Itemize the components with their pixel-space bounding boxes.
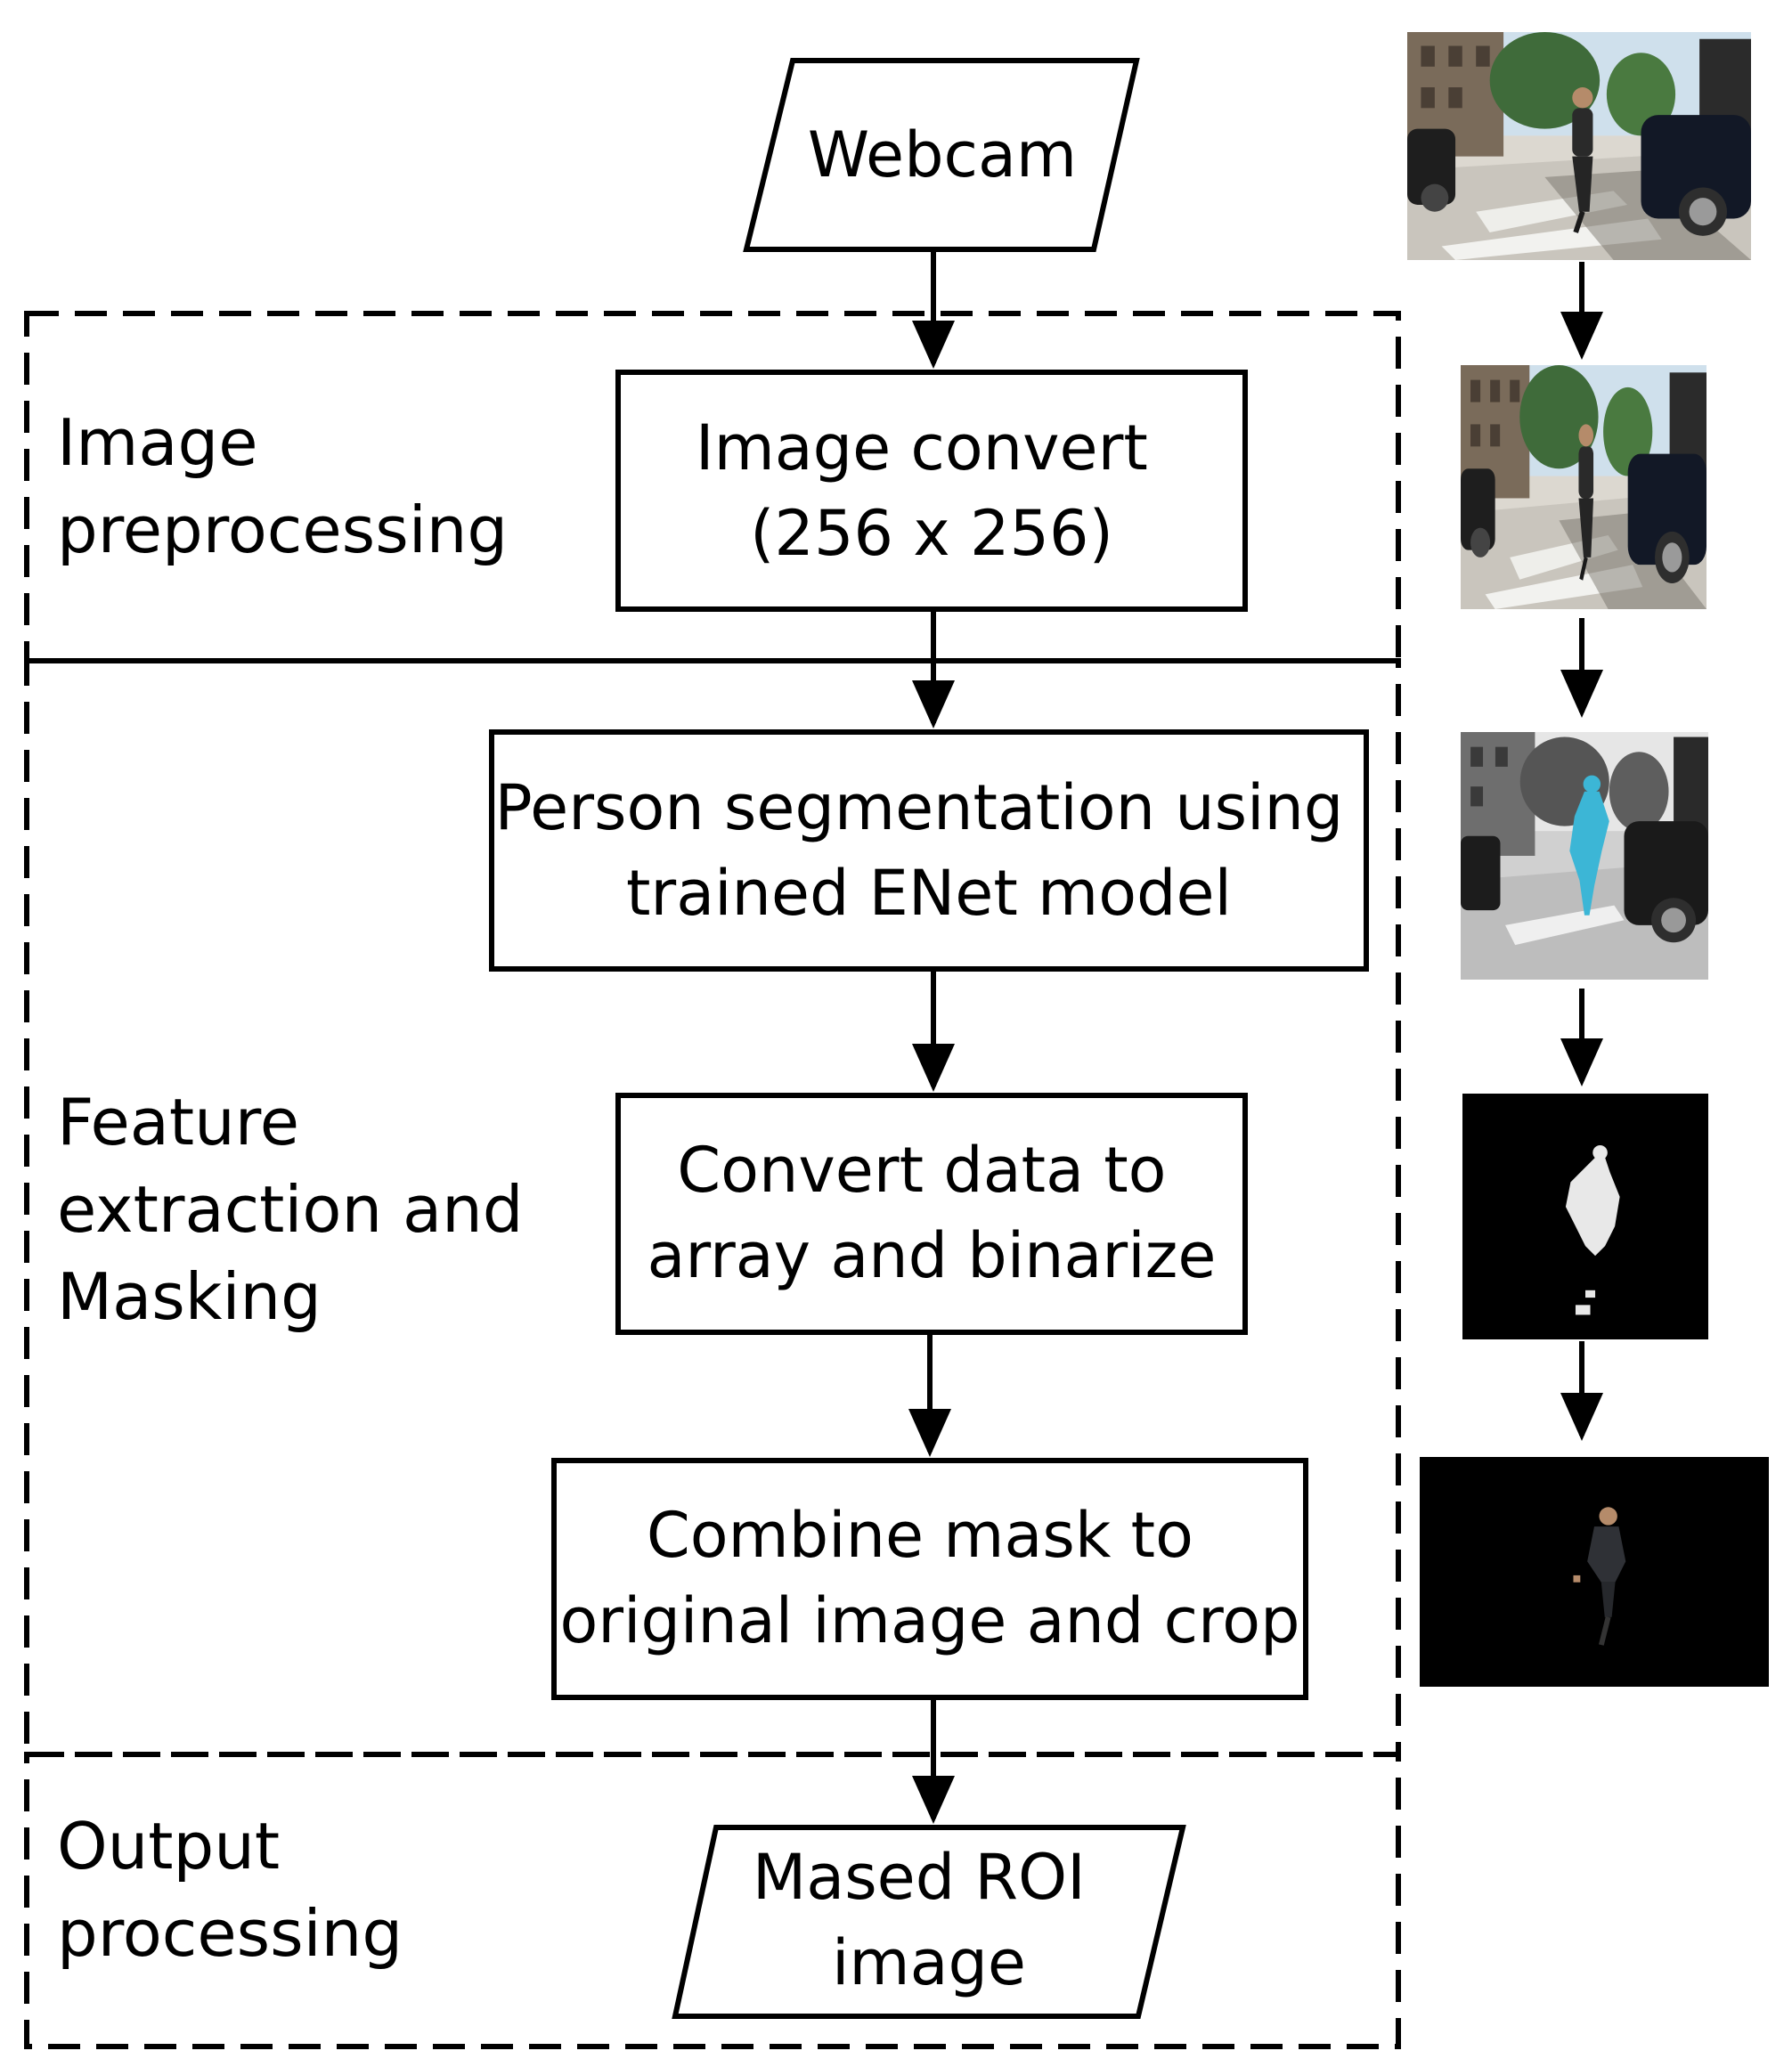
- node-combine: Combine mask to original image and crop: [551, 1458, 1308, 1700]
- segmentation-box: [489, 729, 1369, 972]
- thumbnail-column: [1407, 32, 1769, 1687]
- thumbnail-webcam-image: [1407, 32, 1751, 260]
- node-binarize: Convert data to array and binarize: [615, 1093, 1248, 1335]
- output-label: Mased ROI image: [753, 1841, 1105, 1999]
- image-convert-label: Image convert (256 x 256): [696, 411, 1168, 570]
- section-preprocessing-label: Image preprocessing: [57, 405, 508, 567]
- webcam-label: Webcam: [808, 118, 1077, 191]
- segmentation-label: Person segmentation using trained ENet m…: [494, 771, 1363, 930]
- combine-box: [551, 1458, 1308, 1700]
- section-output-border: [24, 1752, 1401, 2049]
- binarize-label: Convert data to array and binarize: [648, 1134, 1217, 1292]
- main-flow-arrows: [908, 251, 955, 1824]
- node-image-convert: Image convert (256 x 256): [615, 370, 1248, 612]
- section-feature-label: Feature extraction and Masking: [57, 1085, 543, 1334]
- image-convert-box: [615, 370, 1248, 612]
- section-output-label: Output processing: [57, 1809, 403, 1971]
- node-output: Mased ROI image: [672, 1825, 1186, 2019]
- thumbnail-roi-image: [1420, 1457, 1769, 1687]
- thumbnail-converted-image: [1461, 365, 1706, 609]
- node-segmentation: Person segmentation using trained ENet m…: [489, 729, 1369, 972]
- thumbnail-segmented-image: [1461, 732, 1708, 980]
- thumbnail-binary-mask: [1462, 1094, 1708, 1339]
- section-output-group: Output processing: [24, 1752, 1401, 2049]
- section-feature-group: Feature extraction and Masking: [24, 658, 1401, 1757]
- binarize-box: [615, 1093, 1248, 1335]
- node-webcam: Webcam: [743, 58, 1140, 252]
- webcam-parallelogram: [743, 58, 1140, 252]
- combine-label: Combine mask to original image and crop: [559, 1499, 1299, 1657]
- output-parallelogram: [672, 1825, 1186, 2019]
